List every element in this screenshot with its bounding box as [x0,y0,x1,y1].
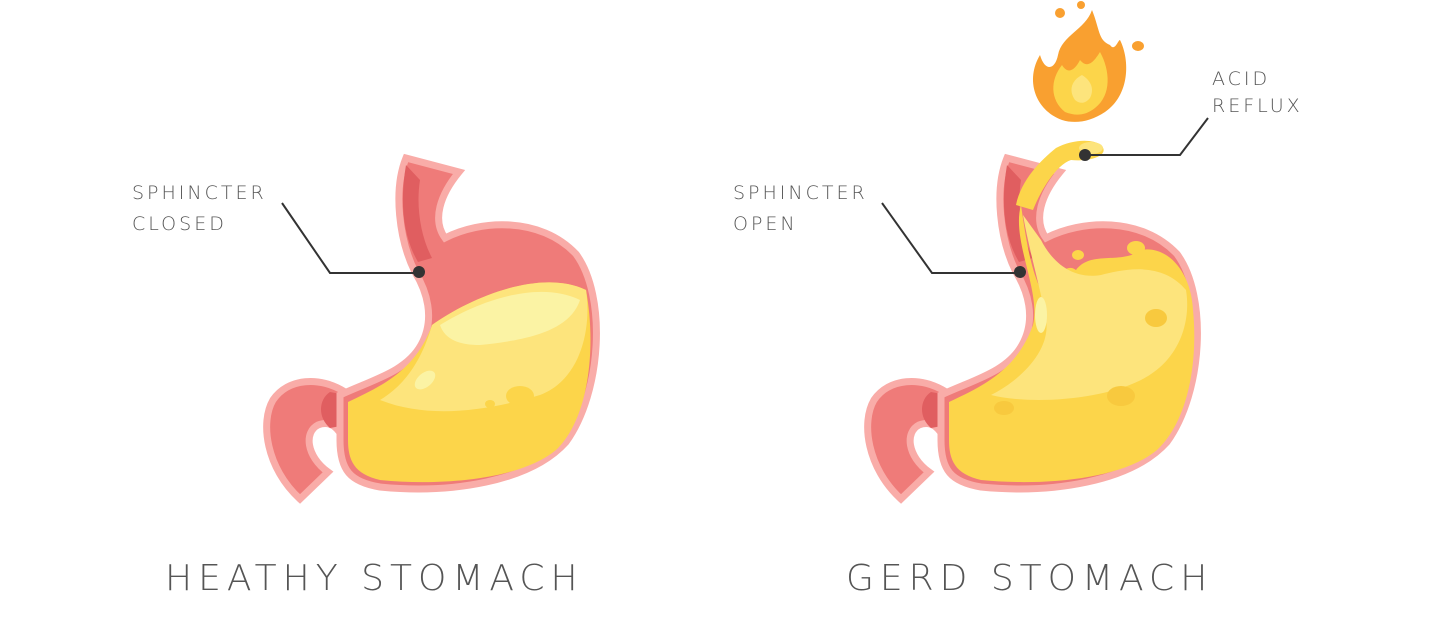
acid-reflux-leader [1085,117,1209,156]
sphincter-closed-leader [281,202,419,274]
label-line: SPHINCTER [132,182,267,204]
sphincter-closed-label: SPHINCTER CLOSED [132,178,267,240]
healthy-stomach-title: HEATHY STOMACH [165,558,584,599]
label-line: CLOSED [132,213,227,235]
label-line: SPHINCTER [733,182,868,204]
sphincter-open-dot [1014,266,1026,278]
label-line: REFLUX [1212,95,1303,117]
label-line: OPEN [733,213,798,235]
sphincter-open-label: SPHINCTER OPEN [733,178,868,240]
leader-lines [281,117,1209,274]
acid-reflux-dot [1079,149,1091,161]
sphincter-closed-dot [413,266,425,278]
healthy-stomach-illustration [267,158,597,499]
acid-reflux-label: ACID REFLUX [1212,66,1303,120]
gerd-stomach-illustration [868,140,1198,499]
label-line: ACID [1212,68,1271,90]
flame-icon [1033,1,1144,122]
gerd-stomach-title: GERD STOMACH [846,558,1214,599]
sphincter-open-leader [881,202,1020,274]
